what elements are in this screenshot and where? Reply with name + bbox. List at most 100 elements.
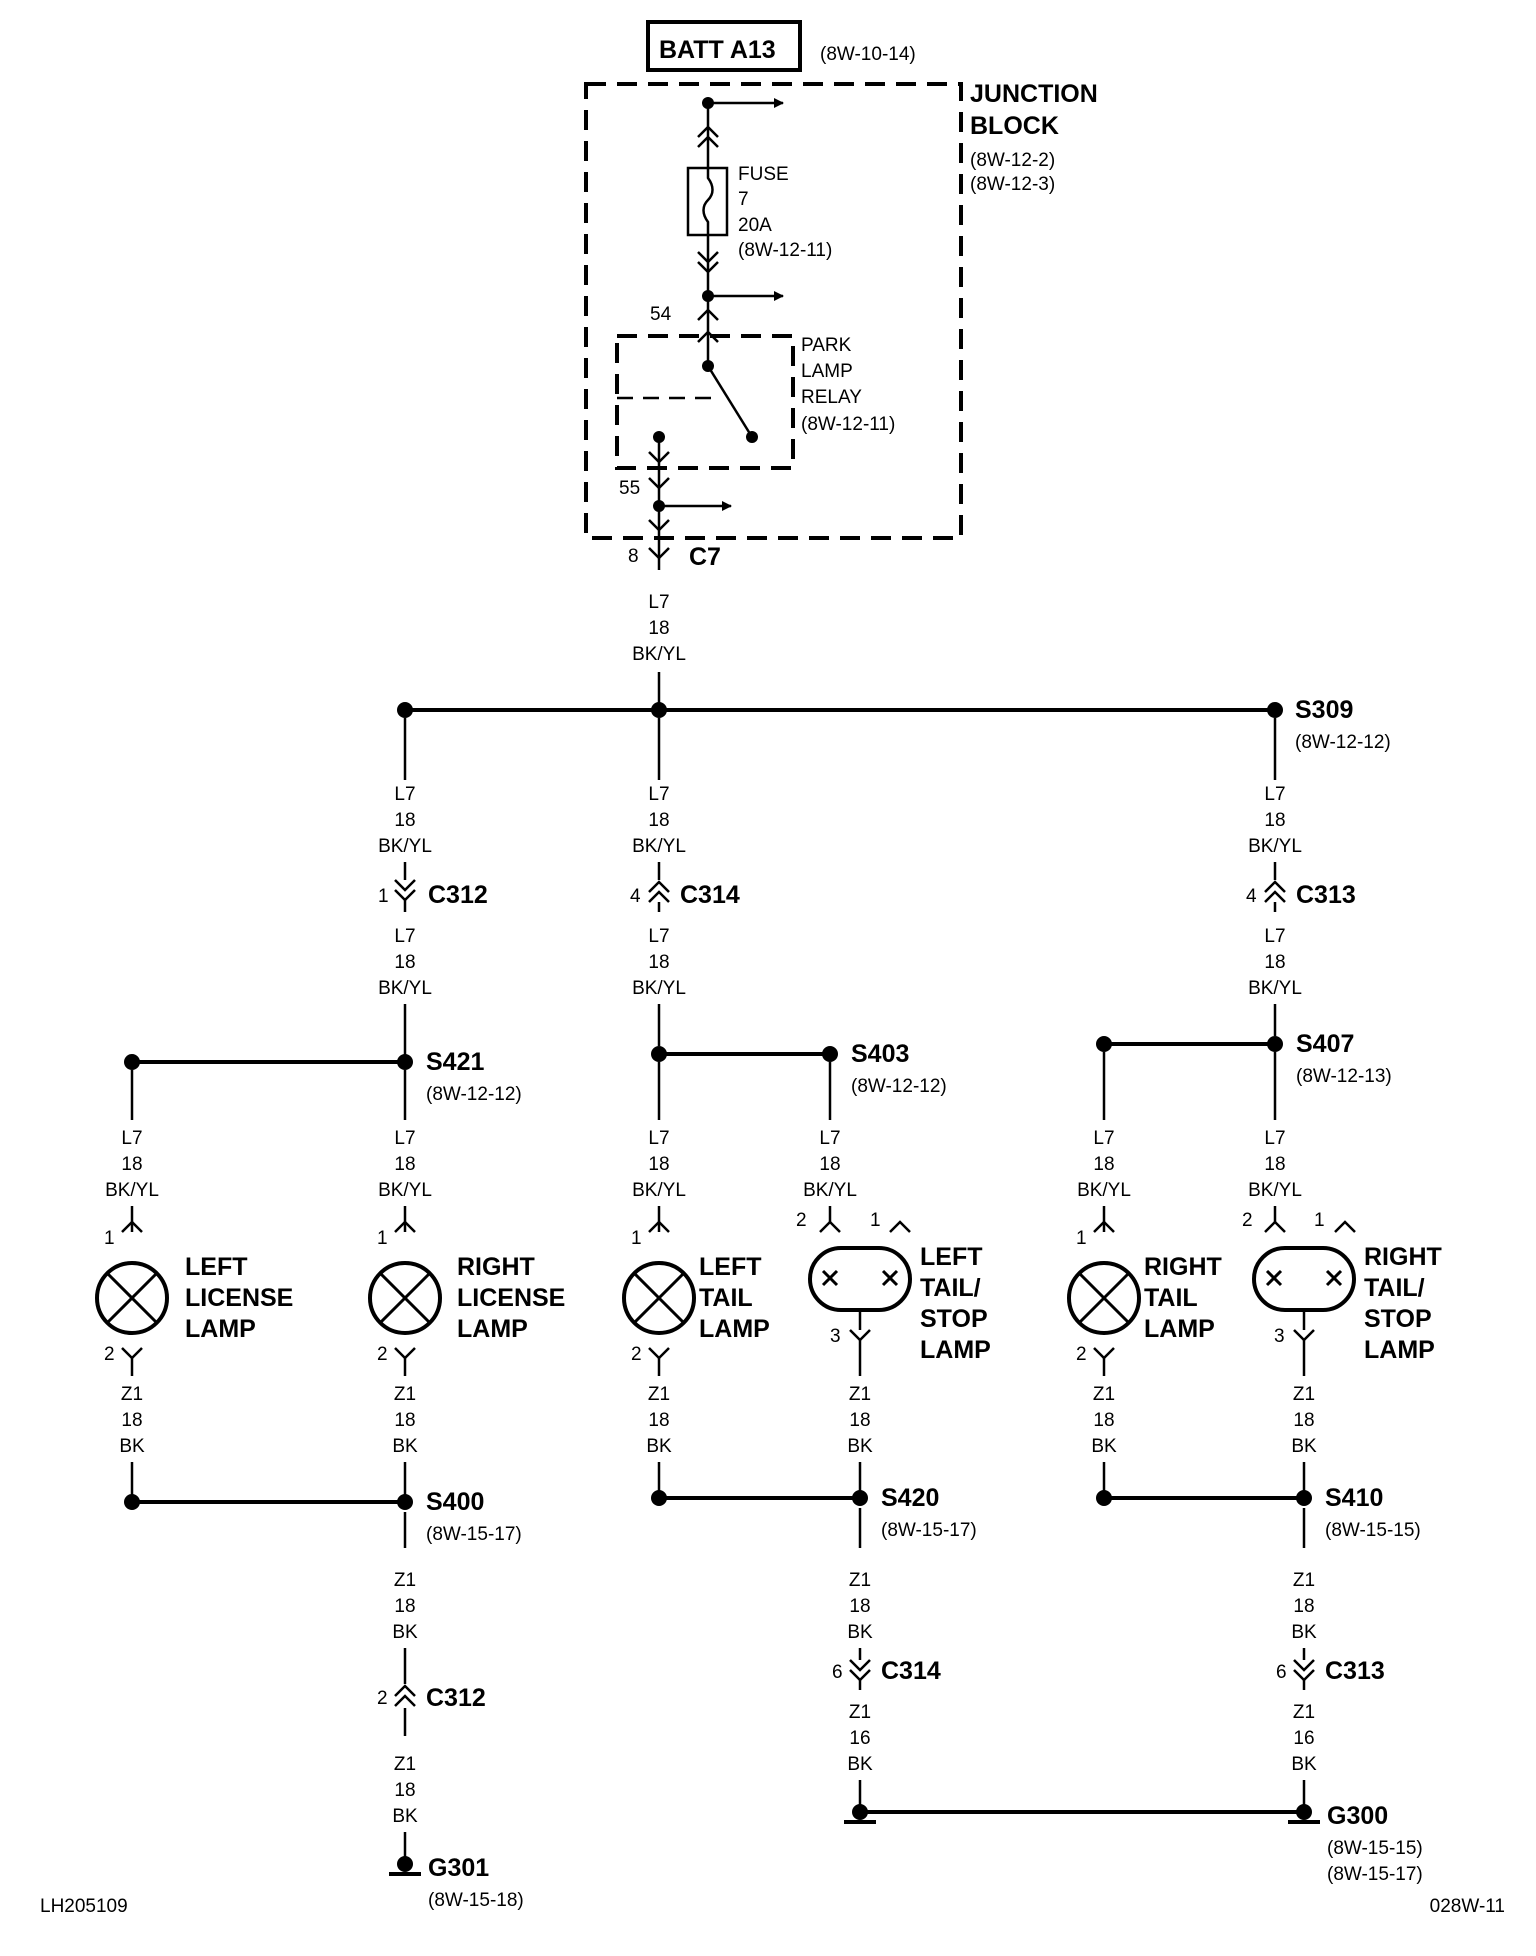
wire-label: BK/YL: [1248, 1180, 1302, 1201]
wire-label: L7: [648, 1128, 669, 1149]
c7-pin: 8: [628, 546, 639, 567]
c7-label: C7: [689, 543, 721, 571]
g301-ref: (8W-15-18): [428, 1890, 524, 1911]
s400-to-g301: S400 (8W-15-17) Z1 18 BK 2 C312 Z1 18 BK…: [124, 1488, 524, 1911]
main-bus: S309 (8W-12-12): [397, 696, 1391, 753]
c312-bot-label: C312: [426, 1684, 486, 1712]
right-tail-stop-pin-a: 2: [1242, 1210, 1253, 1231]
wire-label: Z1: [1293, 1702, 1315, 1723]
wire-label: BK/YL: [632, 836, 686, 857]
s400-ref: (8W-15-17): [426, 1524, 522, 1545]
connector-c7: 8 C7: [628, 543, 721, 571]
junction-block-internal-wiring: [697, 97, 784, 168]
right-tail-pin-in: 1: [1076, 1228, 1087, 1249]
branch-right-tail: L7 18 BK/YL 4 C313 L7 18 BK/YL S407 (8W-…: [1096, 718, 1392, 1087]
left-tail-label-3: LAMP: [699, 1315, 770, 1343]
wire-label: BK/YL: [105, 1180, 159, 1201]
left-license-label-3: LAMP: [185, 1315, 256, 1343]
right-tail-stop-label-1: RIGHT: [1364, 1243, 1442, 1271]
wire-label: 18: [1093, 1154, 1114, 1175]
left-license-label-2: LICENSE: [185, 1284, 293, 1312]
right-tail-pin-out: 2: [1076, 1344, 1087, 1365]
wire-label: BK/YL: [378, 836, 432, 857]
wire-label-main: L7 18 BK/YL: [632, 592, 686, 665]
wire-label: 18: [849, 1410, 870, 1431]
wire-label: 18: [1293, 1596, 1314, 1617]
wire-label: 16: [1293, 1728, 1314, 1749]
battery-source: BATT A13 (8W-10-14): [646, 20, 916, 72]
wire-label: Z1: [849, 1702, 871, 1723]
ground-icon: [844, 1804, 876, 1824]
wire-label: 18: [849, 1596, 870, 1617]
wire-label: Z1: [1293, 1384, 1315, 1405]
wire-label: BK/YL: [378, 1180, 432, 1201]
s403-label: S403: [851, 1040, 909, 1068]
left-tail-label-2: TAIL: [699, 1284, 753, 1312]
left-tail-stop-label-3: STOP: [920, 1305, 988, 1333]
c312-bot-pin: 2: [377, 1688, 388, 1709]
junction-block-title-1: JUNCTION: [970, 80, 1098, 108]
wire-label: BK: [392, 1436, 418, 1457]
wire-label: 18: [1264, 952, 1285, 973]
fuse-number: 7: [738, 189, 749, 210]
wire-main-circuit: L7: [648, 592, 669, 613]
wire-label: Z1: [121, 1384, 143, 1405]
right-license-lamp-circuit: L7 18 BK/YL 1 RIGHT LICENSE LAMP 2 Z1 18…: [368, 1070, 565, 1496]
wire-label: BK: [119, 1436, 145, 1457]
branch-left-license: L7 18 BK/YL 1 C312 L7 18 BK/YL S421 (8W-…: [124, 718, 522, 1105]
figure-id-right: 028W-11: [1430, 1896, 1505, 1917]
right-license-pin-out: 2: [377, 1344, 388, 1365]
relay-label-2: LAMP: [801, 361, 853, 382]
c313-bot-label: C313: [1325, 1657, 1385, 1685]
wire-label: 18: [394, 1154, 415, 1175]
wire-label: 18: [1264, 1154, 1285, 1175]
right-tail-stop-label-2: TAIL/: [1364, 1274, 1425, 1302]
right-tail-stop-lamp-circuit: L7 18 BK/YL 2 1 RIGHT TAIL/ STOP LAMP 3 …: [1242, 1052, 1442, 1492]
wire-label: L7: [1264, 926, 1285, 947]
wire-label: 18: [648, 952, 669, 973]
figure-id-left: LH205109: [40, 1896, 128, 1917]
wire-label: 18: [121, 1154, 142, 1175]
c314-bot-label: C314: [881, 1657, 941, 1685]
wire-label: 18: [648, 1154, 669, 1175]
right-tail-label-3: LAMP: [1144, 1315, 1215, 1343]
wire-label: BK: [1291, 1622, 1317, 1643]
wire-label: Z1: [849, 1570, 871, 1591]
wire-label: 18: [648, 1410, 669, 1431]
junction-block-ref-2: (8W-12-3): [970, 174, 1055, 195]
wire-label: L7: [394, 1128, 415, 1149]
left-tail-stop-label-4: LAMP: [920, 1336, 991, 1364]
left-tail-pin-in: 1: [631, 1228, 642, 1249]
g300-label: G300: [1327, 1802, 1388, 1830]
lamp-bulb-icon: [1067, 1261, 1141, 1335]
wire-label: 18: [121, 1410, 142, 1431]
wire-label: Z1: [648, 1384, 670, 1405]
fuse-7: FUSE 7 20A (8W-12-11): [686, 164, 832, 261]
wire-label: Z1: [1293, 1570, 1315, 1591]
wire-label: 18: [1293, 1410, 1314, 1431]
wire-label: Z1: [394, 1570, 416, 1591]
wire-main-color: BK/YL: [632, 644, 686, 665]
right-tail-label-2: TAIL: [1144, 1284, 1198, 1312]
wire-label: BK: [1291, 1754, 1317, 1775]
battery-source-ref: (8W-10-14): [820, 44, 916, 65]
wire-label: BK: [1091, 1436, 1117, 1457]
c313-bot-pin: 6: [1276, 1662, 1287, 1683]
c312-top-pin: 1: [378, 886, 389, 907]
c312-top-label: C312: [428, 881, 488, 909]
wire-label: L7: [394, 784, 415, 805]
wire-label: 16: [849, 1728, 870, 1749]
wire-label: L7: [1093, 1128, 1114, 1149]
wire-label: BK/YL: [632, 1180, 686, 1201]
wire-label: BK: [847, 1622, 873, 1643]
g301-label: G301: [428, 1854, 489, 1882]
wire-label: L7: [648, 784, 669, 805]
wire-label: 18: [394, 810, 415, 831]
junction-block: JUNCTION BLOCK (8W-12-2) (8W-12-3): [584, 80, 1098, 540]
relay-label-1: PARK: [801, 335, 852, 356]
right-tail-label-1: RIGHT: [1144, 1253, 1222, 1281]
s309-label: S309: [1295, 696, 1353, 724]
right-license-label-3: LAMP: [457, 1315, 528, 1343]
s407-ref: (8W-12-13): [1296, 1066, 1392, 1087]
